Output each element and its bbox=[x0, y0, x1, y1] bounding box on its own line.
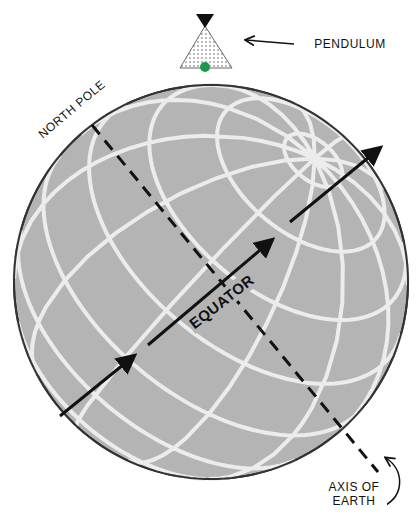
rotation-arrow bbox=[148, 240, 272, 345]
earth-axis bbox=[92, 125, 378, 472]
pendulum-cone bbox=[180, 26, 232, 68]
pendulum-bob bbox=[200, 62, 210, 72]
earth-globe bbox=[14, 85, 408, 479]
pendulum-pivot bbox=[196, 14, 214, 28]
globe-grid bbox=[14, 85, 408, 479]
rotation-arrow bbox=[60, 356, 134, 416]
globe-outline bbox=[14, 85, 408, 479]
leader-arrow bbox=[246, 40, 294, 44]
axis-label: AXIS OF EARTH bbox=[321, 480, 387, 510]
globe-sphere bbox=[14, 85, 408, 479]
rotation-arrow bbox=[290, 148, 380, 222]
pendulum-label: PENDULUM bbox=[312, 37, 387, 53]
